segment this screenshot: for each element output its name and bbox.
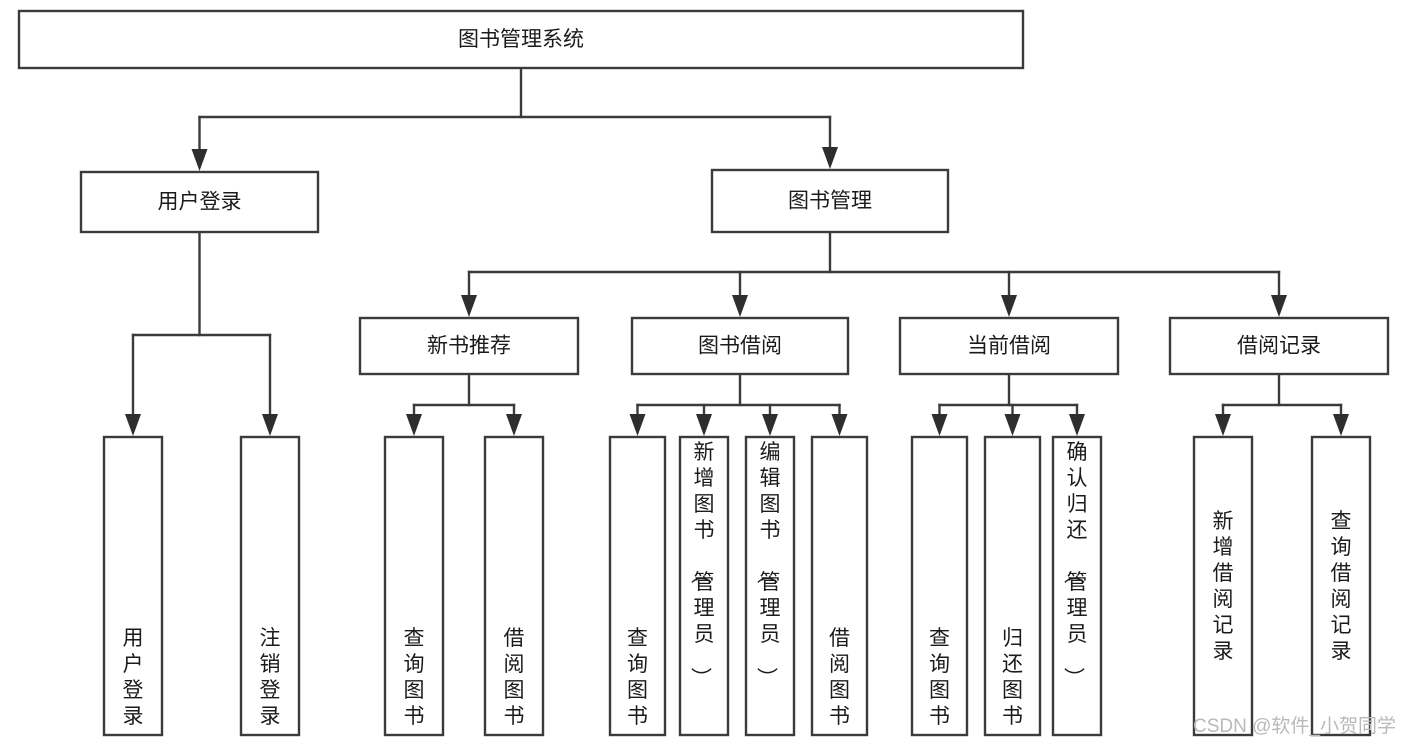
watermark-label: CSDN @软件_小贺同学 [1193,715,1396,737]
node-label: 确认归还（管理员） [1062,441,1088,688]
arrow-head-icon [762,414,778,436]
node-box [898,316,1120,376]
node-box [678,435,730,737]
arrow-head-icon [406,414,422,436]
node-book-borrow[interactable]: 图书借阅 [630,316,850,376]
node-box [1310,435,1372,737]
node-box [608,435,667,737]
node-user-login[interactable]: 用户登录 [79,170,320,234]
node-label: 当前借阅 [967,335,1051,358]
node-leaf-return-book[interactable]: 归还图书 [983,435,1042,737]
node-label: 查询图书 [627,627,648,728]
arrow-head-icon [1069,414,1085,436]
arrow-head-icon [506,414,522,436]
node-leaf-query-book-recommend[interactable]: 查询图书 [383,435,445,737]
node-box [983,435,1042,737]
node-book-management[interactable]: 图书管理 [710,168,950,234]
arrow-head-icon [461,295,477,317]
arrow-head-icon [831,414,848,436]
node-label: 图书管理 [788,190,872,213]
node-label: 用户登录 [123,627,144,728]
node-leaf-add-borrow-record[interactable]: 新增借阅记录 [1192,435,1254,737]
node-label: 图书管理系统 [458,28,584,51]
node-borrow-record[interactable]: 借阅记录 [1168,316,1390,376]
node-label: 用户登录 [158,191,242,214]
arrow-head-icon [732,295,748,317]
node-layer: 图书管理系统用户登录图书管理新书推荐图书借阅当前借阅借阅记录用户登录注销登录查询… [17,9,1390,737]
node-leaf-user-login[interactable]: 用户登录 [102,435,164,737]
node-box [1168,316,1390,376]
node-label: 编辑图书（管理员） [755,441,781,688]
node-box [1192,435,1254,737]
node-root[interactable]: 图书管理系统 [17,9,1025,70]
node-leaf-query-book-current[interactable]: 查询图书 [910,435,969,737]
node-label: 新书推荐 [427,335,511,358]
node-box [102,435,164,737]
arrow-head-icon [1333,414,1349,436]
arrow-head-icon [262,414,278,436]
arrow-head-icon [1215,414,1231,436]
node-label: 查询图书 [929,627,950,728]
node-box [358,316,580,376]
arrow-head-icon [822,147,838,169]
node-leaf-logout[interactable]: 注销登录 [239,435,301,737]
node-box [1051,435,1103,737]
arrow-head-icon [1004,414,1021,436]
node-box [630,316,850,376]
arrow-head-icon [1001,295,1017,317]
arrow-head-icon [696,414,712,436]
node-label: 图书借阅 [698,335,782,358]
node-label: 新增图书（管理员） [689,441,715,688]
arrow-head-icon [931,414,948,436]
node-label: 借阅图书 [504,627,525,728]
node-box [483,435,545,737]
node-label: 借阅记录 [1237,335,1321,358]
node-box [239,435,301,737]
arrow-head-icon [125,414,141,436]
node-leaf-confirm-return-admin[interactable]: 确认归还（管理员） [1051,435,1103,737]
node-leaf-add-book-admin[interactable]: 新增图书（管理员） [678,435,730,737]
node-leaf-borrow-book-recommend[interactable]: 借阅图书 [483,435,545,737]
node-box [710,168,950,234]
node-label: 归还图书 [1002,627,1023,728]
node-leaf-query-borrow-record[interactable]: 查询借阅记录 [1310,435,1372,737]
node-leaf-borrow-book[interactable]: 借阅图书 [810,435,869,737]
node-new-book-recommend[interactable]: 新书推荐 [358,316,580,376]
node-box [910,435,969,737]
node-label: 新增借阅记录 [1213,510,1234,663]
node-leaf-query-book[interactable]: 查询图书 [608,435,667,737]
node-current-borrow[interactable]: 当前借阅 [898,316,1120,376]
node-box [810,435,869,737]
node-label: 注销登录 [260,627,281,728]
node-box [79,170,320,234]
node-leaf-edit-book-admin[interactable]: 编辑图书（管理员） [744,435,796,737]
node-box [383,435,445,737]
node-box [744,435,796,737]
arrow-head-icon [191,149,208,171]
connector-layer [125,66,1349,436]
node-label: 借阅图书 [829,627,850,728]
node-label: 查询借阅记录 [1331,510,1352,663]
arrow-head-icon [1271,295,1287,317]
arrow-head-icon [629,414,646,436]
node-label: 查询图书 [404,627,425,728]
node-box [17,9,1025,70]
